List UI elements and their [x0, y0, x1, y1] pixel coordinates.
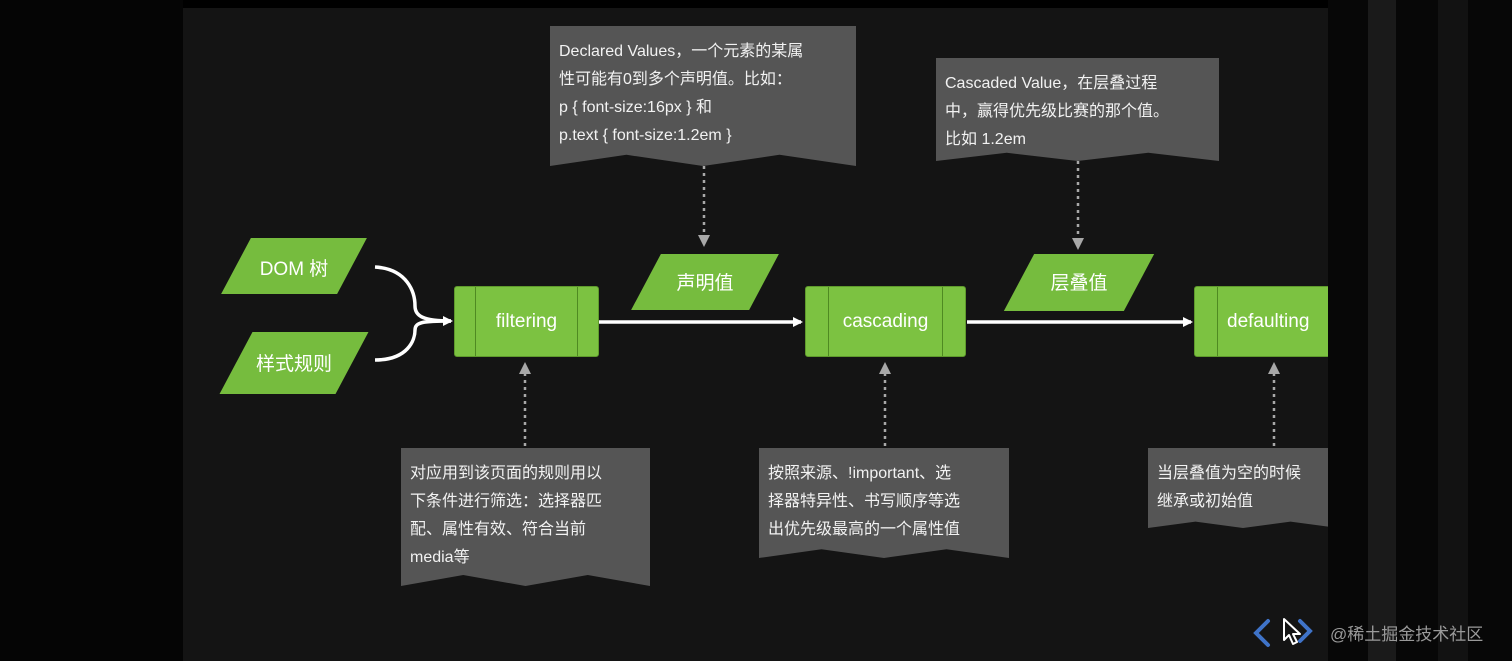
diagram-slide: DOM 树 样式规则 声明值 层叠值 filtering cascading d…: [183, 8, 1328, 661]
note-line: 配、属性有效、符合当前: [410, 521, 587, 538]
cascading-process: cascading: [805, 286, 966, 357]
dom-tree-curve: [374, 265, 452, 323]
note-line: 比如 1.2em: [945, 131, 1026, 148]
filtering-note: 对应用到该页面的规则用以 下条件进行筛选：选择器匹 配、属性有效、符合当前 me…: [401, 448, 650, 586]
declared-values-note: Declared Values，一个元素的某属 性可能有0到多个声明值。比如： …: [550, 26, 856, 166]
cascaded-values-label: 层叠值: [1050, 273, 1108, 294]
cursor-next-icon[interactable]: [1280, 616, 1314, 648]
style-rules-curve: [374, 316, 453, 362]
note-line: 继承或初始值: [1157, 493, 1254, 510]
declared-values-label: 声明值: [676, 273, 734, 294]
note-line: Declared Values，一个元素的某属: [559, 43, 804, 60]
defaulting-note: 当层叠值为空的时候 继承或初始值: [1148, 448, 1328, 528]
note-line: 中，赢得优先级比赛的那个值。: [945, 103, 1170, 120]
note-line: 对应用到该页面的规则用以: [410, 465, 603, 482]
chevron-left-icon[interactable]: [1251, 618, 1273, 648]
note-line: 下条件进行筛选：选择器匹: [410, 493, 603, 510]
note-line: 择器特异性、书写顺序等选: [768, 493, 961, 510]
left-backdrop: [0, 0, 183, 661]
note-line: p { font-size:16px } 和: [559, 99, 712, 116]
cascading-note: 按照来源、!important、选 择器特异性、书写顺序等选 出优先级最高的一个…: [759, 448, 1009, 558]
defaulting-label: defaulting: [1227, 310, 1310, 332]
note-line: media等: [410, 549, 470, 566]
filtering-label: filtering: [495, 310, 558, 332]
filtering-process: filtering: [454, 286, 599, 357]
note-line: p.text { font-size:1.2em }: [559, 127, 732, 144]
cascaded-value-note: Cascaded Value，在层叠过程 中，赢得优先级比赛的那个值。 比如 1…: [936, 58, 1219, 161]
note-line: 当层叠值为空的时候: [1157, 465, 1302, 482]
right-backdrop: [1328, 0, 1512, 661]
note-line: 按照来源、!important、选: [768, 465, 952, 482]
note-line: 性可能有0到多个声明值。比如：: [559, 71, 792, 88]
style-rules-label: 样式规则: [255, 354, 332, 375]
note-line: 出优先级最高的一个属性值: [768, 521, 961, 538]
watermark-text: @稀土掘金技术社区: [1330, 625, 1484, 644]
cascading-label: cascading: [842, 310, 929, 332]
dom-tree-label: DOM 树: [259, 259, 329, 280]
connector-layer: [374, 161, 1280, 446]
note-line: Cascaded Value，在层叠过程: [945, 75, 1158, 92]
defaulting-process: defaulting: [1194, 286, 1328, 357]
